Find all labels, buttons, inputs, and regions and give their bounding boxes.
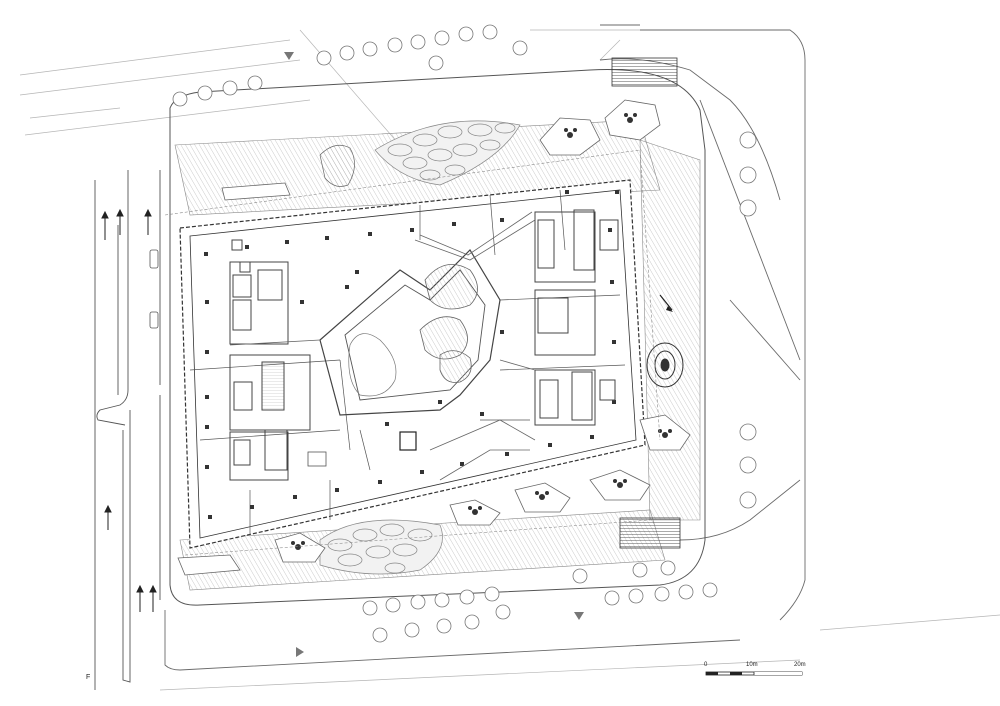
walkways <box>229 211 536 481</box>
corner-mark: F <box>86 674 91 681</box>
planter-trees <box>291 113 672 550</box>
canopy-top <box>374 120 521 186</box>
scale-bar <box>705 671 803 676</box>
cars <box>149 249 159 329</box>
plaza-perimeter <box>169 69 706 606</box>
sculpture <box>319 144 355 187</box>
left-road <box>94 170 161 690</box>
guide-lines <box>164 149 661 556</box>
site-boundary <box>164 24 806 671</box>
core-left <box>229 239 311 481</box>
street-trees <box>172 24 757 643</box>
atrium-pod-2 <box>419 316 468 360</box>
entry-markers <box>284 52 584 657</box>
grille-bottom <box>619 517 681 549</box>
direction-arrow-head <box>666 306 673 312</box>
canopy-bottom <box>319 519 443 575</box>
scale-label-start: 0 <box>704 662 708 668</box>
grille-top <box>611 57 678 87</box>
scale-label-end: 20m <box>794 662 806 668</box>
scale-label-mid: 10m <box>746 662 758 668</box>
road-arrows <box>101 208 157 612</box>
atrium-pod-3 <box>439 350 472 383</box>
atrium-pod-1 <box>424 263 478 310</box>
stair-block <box>399 431 417 451</box>
direction-arrow <box>659 294 673 311</box>
atrium-pond <box>348 333 397 397</box>
building-inner-edge <box>189 189 637 539</box>
core-right <box>534 209 619 426</box>
counter-block <box>307 451 327 467</box>
atrium-outer <box>319 249 501 416</box>
columns <box>204 190 619 519</box>
